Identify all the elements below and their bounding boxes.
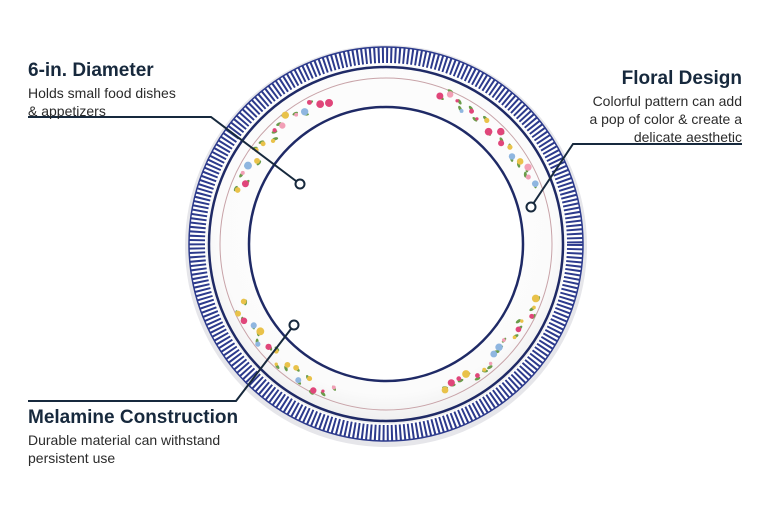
garland-flower (469, 108, 475, 114)
garland-flower (254, 157, 260, 164)
garland-leaf (487, 365, 493, 370)
leader-dot-floral (525, 201, 537, 213)
floral-garlands (233, 89, 541, 397)
garland-flower (484, 127, 493, 136)
callout-melamine-line1: Durable material can withstand (28, 432, 221, 448)
garland-flower (515, 326, 522, 333)
garland-flower (235, 310, 241, 317)
garland-flower (524, 163, 532, 171)
garland-flower (475, 373, 480, 378)
garland-flower (501, 338, 506, 342)
garland-flower (256, 327, 265, 336)
garland-flower (490, 350, 498, 358)
garland-flower (475, 117, 479, 121)
plate-line-mid (219, 77, 553, 411)
garland-flower (532, 305, 536, 310)
leader-dot-diameter (294, 178, 306, 190)
garland-leaf (515, 319, 521, 324)
plate-rim-edge (188, 46, 584, 442)
garland-flower (234, 187, 241, 193)
leader-line-floral (530, 143, 742, 208)
callout-melamine-text: Durable material can withstand persisten… (28, 431, 258, 467)
plate-line-inner (247, 105, 525, 383)
garland-flower (462, 370, 470, 378)
garland-flower (240, 298, 247, 305)
garland-flower (482, 367, 487, 372)
callout-floral-text: Colorful pattern can add a pop of color … (552, 92, 742, 146)
garland-flower (508, 153, 516, 160)
garland-leaf (474, 376, 481, 381)
garland-flower (265, 343, 272, 350)
garland-flower (441, 386, 449, 394)
garland-leaf (320, 391, 326, 397)
garland-flower (272, 128, 277, 133)
garland-flower (250, 322, 257, 329)
callout-floral-line2: a pop of color & create a (589, 111, 742, 127)
callout-floral-title: Floral Design (621, 68, 742, 89)
callout-floral-line3: delicate aesthetic (633, 129, 742, 145)
garland-flower (516, 158, 524, 165)
garland-flower (241, 180, 249, 188)
garland-flower (244, 161, 252, 170)
garland-flower (531, 294, 540, 303)
garland-flower (260, 141, 266, 147)
garland-flower (529, 313, 535, 319)
garland-flower (240, 170, 245, 175)
leader-line-melamine (28, 324, 295, 402)
garland-flower (459, 109, 464, 113)
garland-leaf (472, 117, 478, 122)
garland-flower (321, 389, 325, 393)
garland-flower (455, 99, 459, 103)
garland-flower (293, 364, 299, 371)
garland-flower (300, 108, 309, 116)
garland-flower (446, 91, 454, 98)
garland-flower (281, 111, 289, 119)
leader-dot-melamine (288, 319, 300, 331)
callout-diameter-text: Holds small food dishes & appetizers (28, 84, 228, 120)
callout-melamine-line2: persistent use (28, 450, 116, 466)
callout-melamine-title: Melamine Construction (28, 407, 239, 428)
garland-flower (525, 174, 531, 180)
callout-floral-line1: Colorful pattern can add (592, 93, 742, 109)
plate-well (249, 107, 523, 381)
plate-line-outer (207, 65, 565, 423)
garland-flower (484, 117, 490, 124)
garland-flower (456, 376, 462, 382)
callout-diameter-line2: & appetizers (28, 103, 106, 119)
garland-flower (447, 379, 455, 387)
callout-melamine: Melamine Construction Durable material c… (28, 407, 258, 467)
garland-flower (279, 122, 286, 129)
callout-diameter-title: 6-in. Diameter (28, 60, 154, 81)
garland-flower (240, 317, 248, 325)
garland-flower (512, 335, 517, 340)
garland-flower (255, 341, 261, 347)
callout-diameter-line1: Holds small food dishes (28, 85, 176, 101)
garland-flower (520, 319, 524, 323)
garland-flower (331, 385, 336, 390)
garland-flower (531, 180, 539, 188)
callout-floral: Floral Design Colorful pattern can add a… (552, 68, 742, 146)
garland-flower (310, 387, 317, 394)
garland-flower (295, 377, 302, 384)
garland-flower (498, 140, 505, 147)
garland-flower (294, 112, 299, 117)
garland-flower (325, 99, 334, 107)
garland-flower (495, 343, 503, 351)
garland-flower (488, 361, 493, 366)
garland-flower (497, 127, 505, 136)
leader-line-diameter (28, 116, 301, 185)
garland-flower (436, 92, 444, 100)
garland-flower (306, 99, 312, 105)
garland-flower (274, 362, 278, 366)
plate-rim-stripes (189, 47, 583, 441)
garland-flower (284, 361, 291, 368)
garland-flower (507, 144, 513, 150)
garland-flower (270, 138, 276, 144)
garland-flower (306, 376, 313, 382)
garland-flower (316, 100, 325, 109)
callout-diameter: 6-in. Diameter Holds small food dishes &… (28, 60, 228, 120)
